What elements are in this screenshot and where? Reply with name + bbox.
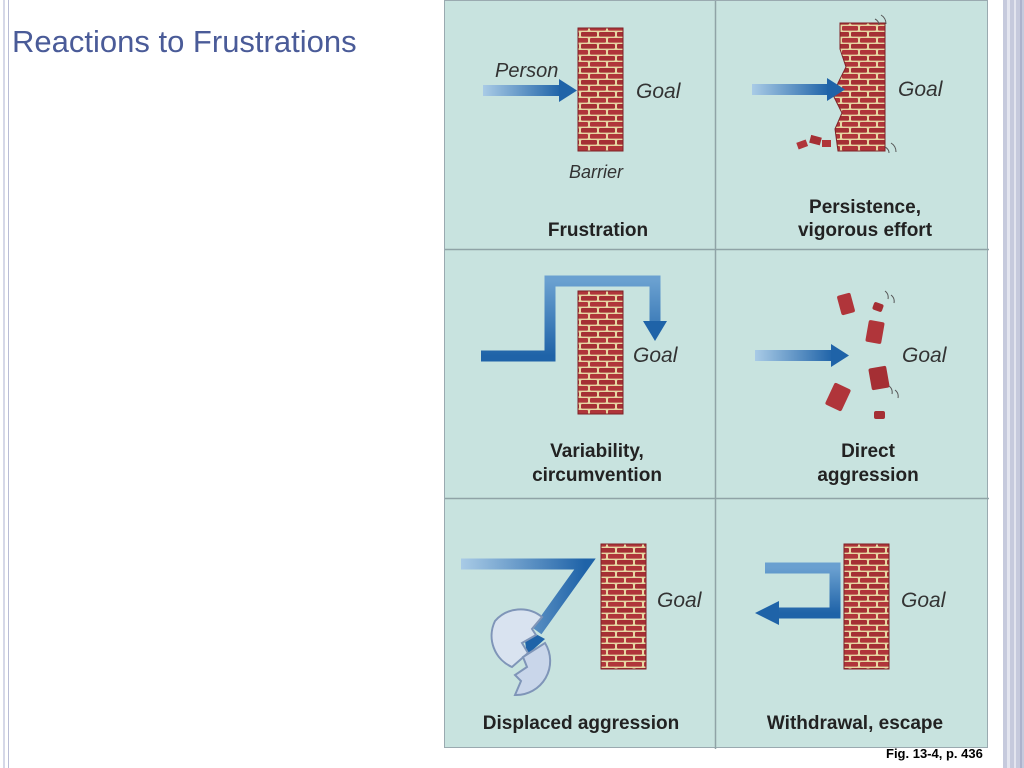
panel-title: Displaced aggression bbox=[483, 713, 679, 734]
panel-variability: Goal Variability, circumvention bbox=[481, 275, 679, 486]
brick-wall bbox=[577, 27, 624, 152]
figure-caption: Fig. 13-4, p. 436 bbox=[886, 746, 983, 761]
goal-label: Goal bbox=[633, 344, 679, 367]
person-label: Person bbox=[495, 60, 558, 82]
brick-wall bbox=[600, 543, 647, 670]
panel-displaced-aggression: Goal Displaced aggression bbox=[461, 543, 703, 734]
retreat-arrow bbox=[755, 562, 841, 625]
panel-title-line-1: Direct bbox=[841, 441, 896, 462]
panel-persistence: Goal Persistence, vigorous effort bbox=[752, 14, 944, 241]
flying-bricks-icon bbox=[825, 292, 890, 419]
effort-arrow bbox=[752, 78, 845, 101]
panel-title: Withdrawal, escape bbox=[767, 713, 943, 734]
frustration-reactions-figure: Person Goal Barrier Frustration Goal Per… bbox=[444, 0, 989, 749]
brick-wall bbox=[843, 543, 890, 670]
damaged-brick-wall bbox=[833, 22, 886, 152]
broken-object-icon bbox=[490, 608, 552, 697]
panel-direct-aggression: Goal Direct aggression bbox=[755, 290, 948, 486]
person-arrow bbox=[483, 79, 577, 102]
goal-label: Goal bbox=[657, 589, 703, 612]
fallen-bricks-icon bbox=[796, 134, 831, 150]
goal-label: Goal bbox=[901, 589, 947, 612]
panel-title-line-2: aggression bbox=[817, 465, 918, 486]
panel-title: Frustration bbox=[548, 220, 648, 241]
detour-arrow bbox=[481, 275, 667, 362]
barrier-label: Barrier bbox=[569, 162, 624, 182]
panel-title-line-2: circumvention bbox=[532, 465, 662, 486]
panel-title-line-1: Variability, bbox=[550, 441, 644, 462]
panel-frustration: Person Goal Barrier Frustration bbox=[483, 27, 682, 241]
aggression-arrow bbox=[755, 344, 849, 367]
goal-label: Goal bbox=[636, 80, 682, 103]
panel-withdrawal: Goal Withdrawal, escape bbox=[755, 543, 947, 734]
left-decorative-rule bbox=[3, 0, 5, 768]
left-decorative-rule-thin bbox=[8, 0, 9, 768]
panel-title-line-2: vigorous effort bbox=[798, 220, 933, 241]
goal-label: Goal bbox=[898, 78, 944, 101]
slide-title: Reactions to Frustrations bbox=[12, 24, 357, 59]
panel-title-line-1: Persistence, bbox=[809, 197, 921, 218]
brick-wall bbox=[577, 290, 624, 415]
goal-label: Goal bbox=[902, 344, 948, 367]
right-decorative-band bbox=[1003, 0, 1024, 768]
